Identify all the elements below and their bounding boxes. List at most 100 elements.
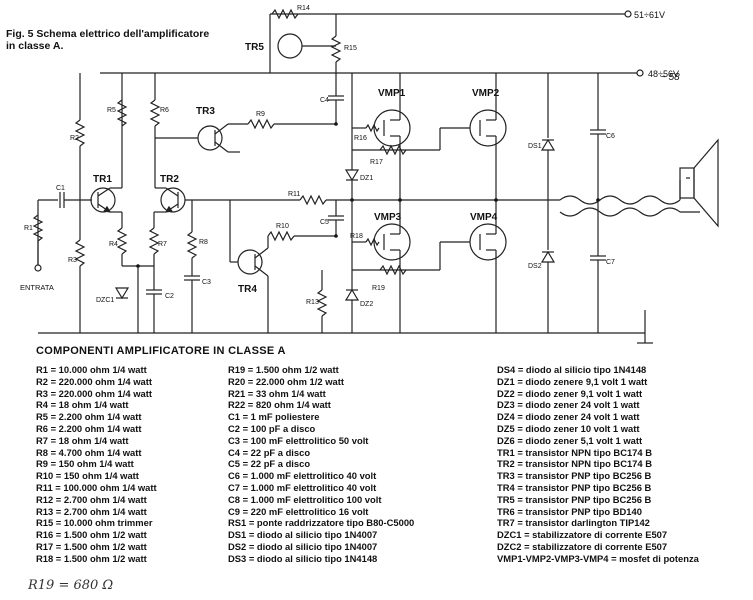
handwritten-note: R19 = 680 Ω [28, 578, 114, 593]
R9-label: R9 [256, 111, 265, 118]
R13-label: R13 [306, 299, 319, 306]
amplifier-schematic: 51÷61V 48÷56V ENTRATA R1 C1 R2 R3 [20, 5, 719, 344]
part-line: TR5 = transistor PNP tipo BC256 B [497, 493, 652, 505]
DS2-label: DS2 [528, 263, 542, 270]
R10-label: R10 [276, 223, 289, 230]
part-line: C9 = 220 mF elettrolitico 16 volt [228, 505, 369, 517]
VMP1-label: VMP1 [378, 88, 406, 99]
R14-label: R14 [297, 5, 310, 12]
part-line: R7 = 18 ohm 1/4 watt [36, 434, 129, 446]
part-line: DZC2 = stabilizzatore di corrente E507 [497, 540, 668, 552]
part-line: TR2 = transistor NPN tipo BC174 B [497, 458, 652, 470]
part-line: R11 = 100.000 ohm 1/4 watt [36, 481, 157, 493]
TR4-label: TR4 [238, 284, 257, 295]
parts-column-3: DS4 = diodo al silicio tipo 1N4148 DZ1 =… [497, 364, 699, 565]
C6-label: C6 [606, 133, 615, 140]
part-line: R5 = 2.200 ohm 1/4 watt [36, 411, 142, 423]
part-line: C1 = 1 mF poliestere [228, 411, 320, 423]
part-line: R16 = 1.500 ohm 1/2 watt [36, 529, 147, 541]
VMP2-symbol [469, 109, 507, 147]
part-line: R10 = 150 ohm 1/4 watt [36, 470, 139, 482]
TR3-symbol [197, 125, 223, 151]
part-line: R9 = 150 ohm 1/4 watt [36, 458, 134, 470]
part-line: C8 = 1.000 mF elettrolitico 100 volt [228, 493, 382, 505]
part-line: RS1 = ponte raddrizzatore tipo B80-C5000 [228, 517, 415, 529]
part-line: R12 = 2.700 ohm 1/4 watt [36, 493, 147, 505]
part-line: R8 = 4.700 ohm 1/4 watt [36, 446, 142, 458]
feedback-network: R8 C3 R11 [184, 191, 560, 333]
part-line: R1 = 10.000 ohm 1/4 watt [36, 364, 147, 375]
part-line: DS2 = diodo al silicio tipo 1N4007 [228, 540, 378, 552]
C5-label: C5 [320, 219, 329, 226]
R4-label: R4 [109, 241, 118, 248]
bias-section: R14 TR5 R15 [245, 5, 357, 73]
VMP3-symbol [373, 223, 411, 261]
VMP1-symbol [373, 109, 411, 147]
part-line: DS3 = diodo al silicio tipo 1N4148 [228, 552, 378, 564]
part-line: R18 = 1.500 ohm 1/2 watt [36, 552, 147, 564]
output-protection: DS1 DS2 C6 C7 [528, 73, 719, 333]
VMP2-label: VMP2 [472, 88, 500, 99]
part-line: R15 = 10.000 ohm trimmer [36, 517, 153, 529]
VMP4-symbol [469, 223, 507, 261]
R6-label: R6 [160, 107, 169, 114]
TR5-symbol [277, 33, 303, 59]
input-section: ENTRATA R1 C1 R2 R3 [20, 73, 92, 333]
R17-label: R17 [370, 159, 383, 166]
part-line: DS4 = diodo al silicio tipo 1N4148 [497, 364, 647, 375]
R2-label: R2 [70, 135, 79, 142]
part-line: DZ1 = diodo zenere 9,1 volt 1 watt [497, 375, 648, 387]
R18-label: R18 [350, 233, 363, 240]
R19-label: R19 [372, 285, 385, 292]
TR5-label: TR5 [245, 42, 264, 53]
TR2-symbol [160, 187, 186, 213]
supply-rails: 51÷61V 48÷56V [38, 10, 679, 344]
R8-label: R8 [199, 239, 208, 246]
R15-label: R15 [344, 45, 357, 52]
C7-label: C7 [606, 259, 615, 266]
DZ2-label: DZ2 [360, 301, 373, 308]
TR1-symbol [90, 187, 116, 213]
top-rail-label: 51÷61V [634, 10, 665, 20]
TR2-label: TR2 [160, 174, 179, 185]
part-line: DZ3 = diodo zener 24 volt 1 watt [497, 399, 640, 411]
R7-label: R7 [158, 241, 167, 248]
part-line: R21 = 33 ohm 1/4 watt [228, 387, 326, 399]
part-line: DZ4 = diodo zener 24 volt 1 watt [497, 411, 640, 423]
speaker-icon [679, 138, 719, 228]
part-line: C6 = 1.000 mF elettrolitico 40 volt [228, 470, 377, 482]
part-line: DZ6 = diodo zener 5,1 volt 1 watt [497, 434, 643, 446]
TR3-label: TR3 [196, 106, 215, 117]
part-line: C7 = 1.000 mF elettrolitico 40 volt [228, 481, 377, 493]
lower-driver: TR4 R10 [229, 200, 336, 333]
C4-label: C4 [320, 97, 329, 104]
part-line: DS1 = diodo al silicio tipo 1N4007 [228, 529, 378, 541]
part-line: TR6 = transistor PNP tipo BD140 [497, 505, 642, 517]
output-stage: VMP1 R16 VMP2 R17 VMP3 R18 VMP4 [350, 73, 507, 333]
part-line: R13 = 2.700 ohm 1/4 watt [36, 505, 147, 517]
bias-column: C4 DZ1 C5 DZ2 R13 [306, 73, 373, 333]
C1-label: C1 [56, 185, 65, 192]
part-line: R17 = 1.500 ohm 1/2 watt [36, 540, 147, 552]
figure-caption: Fig. 5 Schema elettrico dell'amplificato… [6, 28, 210, 52]
DS1-label: DS1 [528, 143, 542, 150]
part-line: DZ5 = diodo zener 10 volt 1 watt [497, 422, 640, 434]
pencil-remark: ~ 58 [660, 72, 680, 83]
TR4-symbol [237, 249, 263, 275]
C3-label: C3 [202, 279, 211, 286]
part-line: C5 = 22 pF a disco [228, 458, 311, 470]
input-terminal [34, 264, 42, 272]
part-line: TR4 = transistor PNP tipo BC256 B [497, 481, 652, 493]
upper-driver: TR3 R9 [155, 106, 336, 153]
part-line: R3 = 220.000 ohm 1/4 watt [36, 387, 152, 399]
R5-label: R5 [107, 107, 116, 114]
part-line: R2 = 220.000 ohm 1/4 watt [36, 375, 152, 387]
R11-label: R11 [288, 191, 300, 198]
R1-label: R1 [24, 225, 33, 232]
parts-list-title: COMPONENTI AMPLIFICATORE IN CLASSE A [36, 345, 286, 357]
part-line: R6 = 2.200 ohm 1/4 watt [36, 422, 142, 434]
R16-label: R16 [354, 135, 367, 142]
parts-column-2: R19 = 1.500 ohm 1/2 watt R20 = 22.000 oh… [228, 364, 414, 565]
part-line: C3 = 100 mF elettrolitico 50 volt [228, 434, 369, 446]
VMP4-label: VMP4 [470, 212, 498, 223]
